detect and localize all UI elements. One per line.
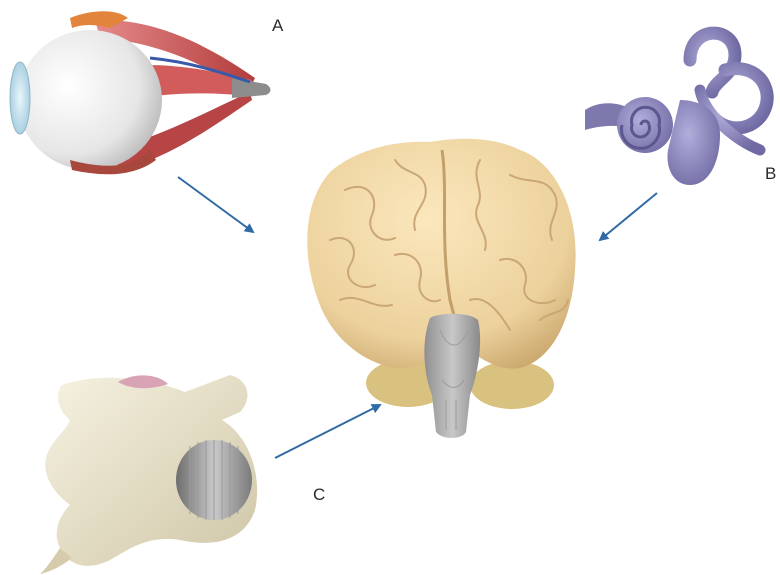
arrow-from-inner-ear	[600, 193, 657, 240]
eye-illustration	[10, 11, 271, 174]
arrow-from-vertebra	[275, 405, 380, 458]
ear-vestibule	[667, 100, 720, 185]
arrow-from-eye	[178, 177, 253, 232]
brainstem	[424, 314, 480, 438]
eyeball	[18, 30, 162, 170]
cochlea	[617, 97, 673, 153]
label-b: B	[765, 165, 776, 182]
semicircular-canal-top	[690, 33, 735, 92]
label-a: A	[272, 17, 283, 34]
brain-illustration	[307, 139, 575, 438]
vertebra-illustration	[40, 375, 257, 574]
inner-ear-illustration	[585, 33, 767, 185]
cornea	[10, 62, 30, 134]
label-c: C	[313, 486, 325, 503]
